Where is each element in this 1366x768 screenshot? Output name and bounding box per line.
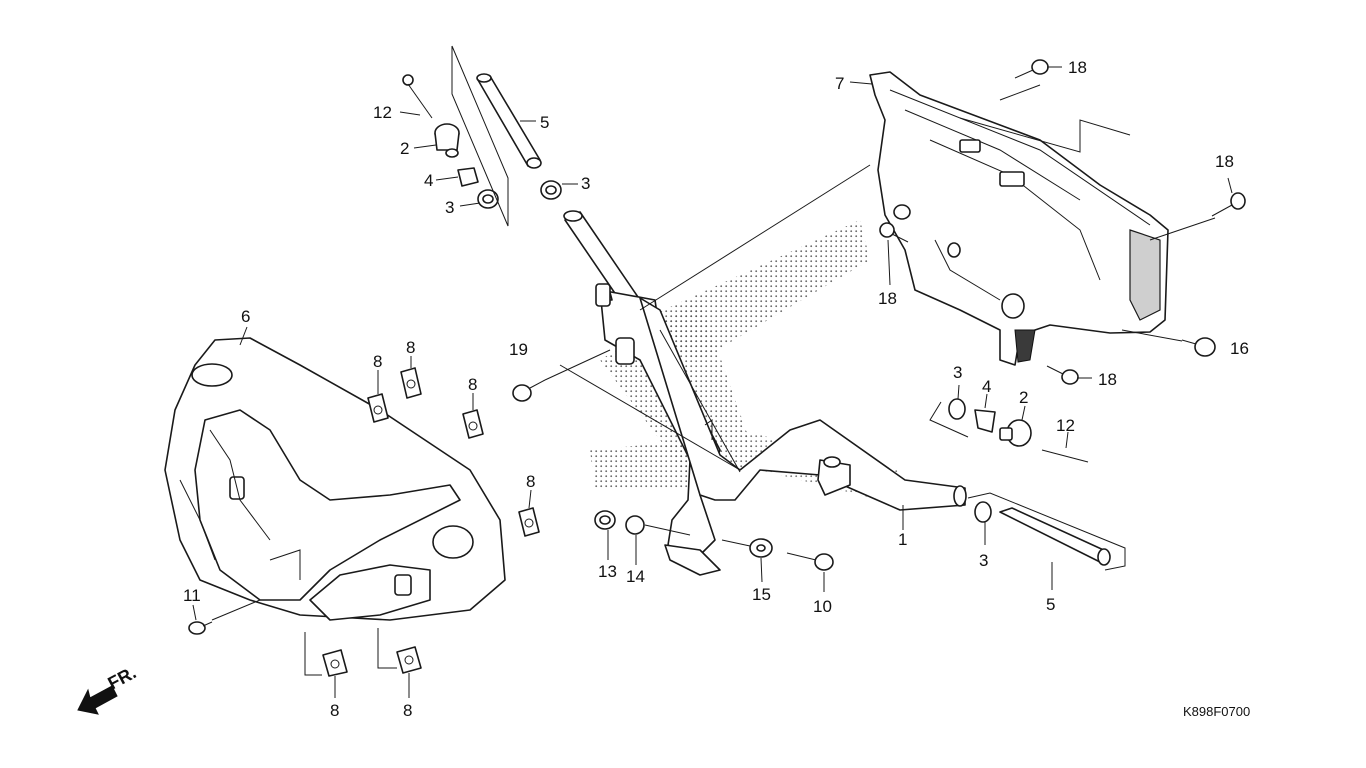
callout-12-top: 12 — [373, 103, 392, 122]
callout-3-top-left: 3 — [445, 198, 454, 217]
callout-7: 7 — [835, 74, 844, 93]
nut-3-top-left — [477, 189, 499, 209]
clip-nut-8-b — [400, 367, 422, 399]
callout-4-top: 4 — [424, 171, 433, 190]
callout-6: 6 — [241, 307, 250, 326]
bolt-18-a — [1014, 59, 1049, 79]
callout-16: 16 — [1230, 339, 1249, 358]
bolt-16 — [1181, 337, 1216, 357]
clip-4-top — [457, 167, 479, 187]
bolt-18-d — [1046, 365, 1079, 385]
callout-2-right: 2 — [1019, 388, 1028, 407]
callout-18-d: 18 — [1098, 370, 1117, 389]
collar-13 — [594, 510, 616, 530]
callout-8-b: 8 — [406, 338, 415, 357]
clip-nut-8-d — [518, 507, 540, 537]
diagram-code: K898F0700 — [1183, 704, 1250, 719]
bolt-18-c — [879, 222, 909, 243]
screw-11 — [188, 621, 213, 635]
callout-3-top-mid: 3 — [581, 174, 590, 193]
clip-nut-8-a — [367, 393, 389, 423]
washer-14 — [625, 515, 645, 535]
callout-13: 13 — [598, 562, 617, 581]
bushing-2-top — [434, 123, 460, 158]
front-direction-indicator: FR. — [77, 662, 139, 715]
callout-18-c: 18 — [878, 289, 897, 308]
leader-lines — [192, 45, 1233, 698]
front-arrow-icon — [77, 685, 118, 715]
handlebar-rear-cover — [869, 71, 1169, 366]
callout-15: 15 — [752, 585, 771, 604]
bolt-10 — [786, 552, 834, 571]
callout-12-right: 12 — [1056, 416, 1075, 435]
callout-3-right-bottom: 3 — [979, 551, 988, 570]
screw-19 — [512, 379, 546, 402]
callout-4-right: 4 — [982, 377, 991, 396]
callout-3-right-top: 3 — [953, 363, 962, 382]
callout-18-b: 18 — [1215, 152, 1234, 171]
callout-2-top: 2 — [400, 139, 409, 158]
handle-pipe — [563, 210, 967, 576]
callout-8-c: 8 — [468, 375, 477, 394]
bolt-18-b — [1211, 192, 1246, 217]
nut-3-top-mid — [540, 180, 562, 200]
bolt-12-top — [402, 74, 433, 119]
callout-14: 14 — [626, 567, 645, 586]
callout-5-top: 5 — [540, 113, 549, 132]
bolt-12-right — [1041, 449, 1089, 463]
callout-8-f: 8 — [403, 701, 412, 720]
nut-3-right-top — [948, 398, 966, 420]
callout-8-e: 8 — [330, 701, 339, 720]
clip-nut-8-e — [322, 649, 348, 677]
callout-8-d: 8 — [526, 472, 535, 491]
weight-5-top — [476, 73, 542, 169]
clip-nut-8-c — [462, 409, 484, 439]
clip-4-right — [974, 409, 996, 433]
washer-15 — [749, 538, 773, 558]
weight-5-right — [999, 507, 1111, 566]
callout-18-a: 18 — [1068, 58, 1087, 77]
callout-1: 1 — [898, 530, 907, 549]
handlebar-front-cover — [164, 337, 506, 621]
callout-8-a: 8 — [373, 352, 382, 371]
bushing-2-right — [999, 419, 1032, 447]
callout-5-right: 5 — [1046, 595, 1055, 614]
callout-10: 10 — [813, 597, 832, 616]
clip-nut-8-f — [396, 646, 422, 674]
nut-3-right-bottom — [974, 501, 992, 523]
callout-19: 19 — [509, 340, 528, 359]
callout-11: 11 — [183, 586, 201, 605]
callout-labels: 1 2 2 3 3 3 3 4 4 5 5 6 7 8 8 8 8 8 8 10… — [183, 58, 1249, 720]
